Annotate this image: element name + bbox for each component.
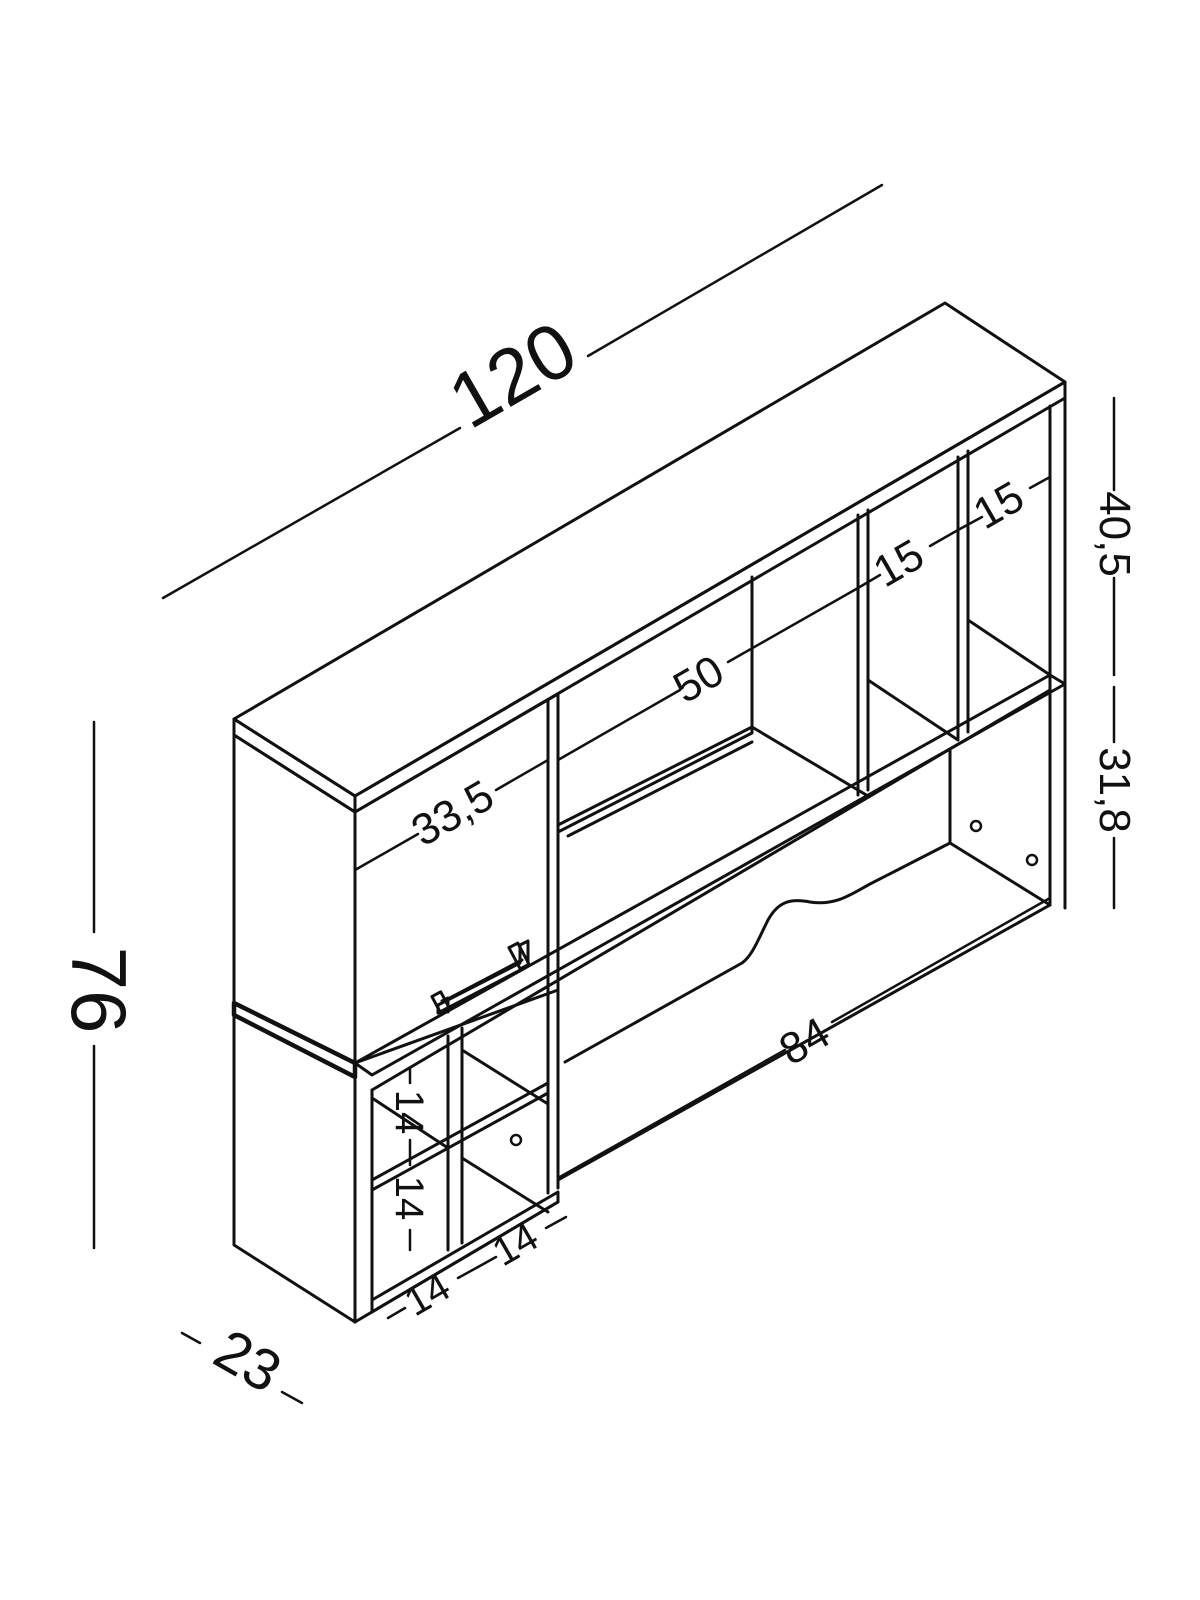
middle-rail-lower [566,740,754,838]
left-side-panel [232,733,357,1324]
divider-b-floor [866,678,960,742]
dim-depth-tick-b [280,1390,304,1405]
right-compartment-floor [966,618,1052,677]
label-lower-height: 31,8 [1090,747,1139,833]
cubby-unit [370,983,560,1314]
dim-cube-h-line-c [476,1255,498,1269]
middle-compartment-back-rail [556,725,754,834]
middle-compartment-floor-line [750,725,870,798]
lower-right-floor-back [948,841,1052,907]
dimension-lines [92,183,1116,1405]
dim-width-line-a [161,426,462,600]
top-panel [232,301,1067,798]
label-right-compartment-1: 15 [865,530,932,597]
hole-right-2 [1025,853,1039,867]
dim-desk-line-b [830,896,1052,1024]
dim-right2-line-a [956,515,984,532]
dim-middle-line-a [556,688,682,762]
label-right-compartment-2: 15 [965,472,1032,539]
dim-width-line-b [586,183,884,358]
label-door-width: 33,5 [403,771,502,856]
dim-cube-h-line-b [456,1265,480,1280]
dim-middle-line-b [726,586,860,664]
dim-depth-tick-a [180,1331,202,1345]
label-cube-height-bottom: 14 [387,1176,431,1221]
long-shelf-under [370,688,1052,1092]
dim-cube-h-line-a [386,1306,407,1320]
long-shelf [353,673,1067,1077]
label-cube-width-right: 14 [485,1215,546,1275]
lower-floor-line [556,903,1052,1182]
hole-right-1 [969,819,983,833]
door-handle [430,939,531,1016]
dim-right1-line-a [856,573,882,590]
dim-door-line-a [353,832,420,872]
dim-desk-line-a [556,1048,787,1180]
dim-right2-line-b [1028,475,1052,490]
label-upper-height: 40,5 [1090,491,1139,577]
dim-right1-line-b [928,528,960,548]
dimension-labels: 120 76 23 40,5 31,8 33,5 50 15 15 84 14 … [55,304,1139,1405]
hole-cubby [509,1133,523,1147]
hutch-unit [231,301,1067,1324]
bottom-front-edge [353,1200,560,1324]
back-panel-cutout [563,841,952,1064]
label-total-height: 76 [55,947,143,1034]
dim-cube-h-line-d [544,1215,568,1230]
top-panel-front-edge [232,717,357,814]
dim-door-line-b [494,758,550,792]
label-cube-height-top: 14 [387,1090,431,1135]
label-desk-opening: 84 [771,1008,838,1075]
label-depth: 23 [204,1317,292,1406]
label-middle-opening: 50 [665,646,732,713]
label-cube-width-left: 14 [397,1265,458,1325]
mid-shelf-edge [231,1000,358,1080]
label-total-width: 120 [434,304,591,445]
